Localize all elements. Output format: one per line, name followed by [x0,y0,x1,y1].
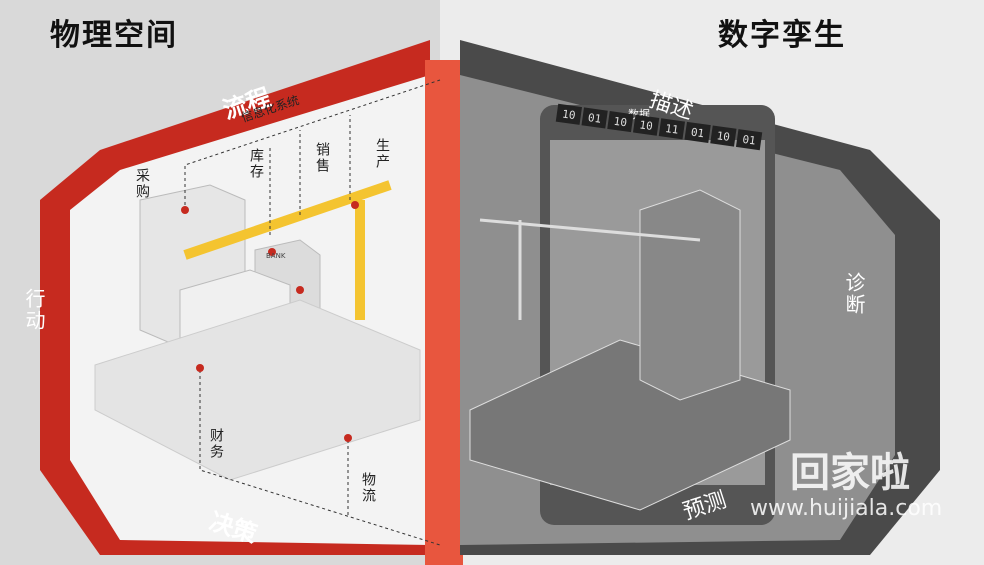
action-label: 行动 [22,288,46,332]
bank-sign: BANK [266,252,286,260]
digital-crane-arm [479,218,701,242]
info-system-links [184,79,441,546]
digital-twin-title: 数字孪生 [718,18,846,53]
inventory-label: 库存 [248,148,264,180]
production-label: 生产 [374,138,390,170]
bit-cell: 10 [710,125,737,147]
bit-cell: 01 [735,129,763,151]
diagnose-label: 诊断 [842,272,866,316]
procurement-label: 采购 [134,168,150,200]
center-divider-band [425,60,463,565]
sales-label: 销售 [314,142,330,174]
bit-cell: 11 [658,118,686,140]
bit-cell: 10 [555,103,583,125]
link-dots [181,201,359,442]
crane-arm [183,180,392,260]
watermark-brand: 回家啦 [790,450,910,496]
physical-space-title: 物理空间 [50,18,178,53]
bit-cell: 10 [607,110,634,133]
logistics-label: 物流 [360,472,376,504]
bit-cell: 01 [684,121,711,144]
digital-tower [639,189,741,401]
bit-cell: 10 [632,114,660,136]
watermark-url: www.huijiala.com [750,496,943,521]
bit-cell: 01 [581,107,608,129]
ground-platform [94,299,421,481]
finance-label: 财务 [208,428,224,460]
